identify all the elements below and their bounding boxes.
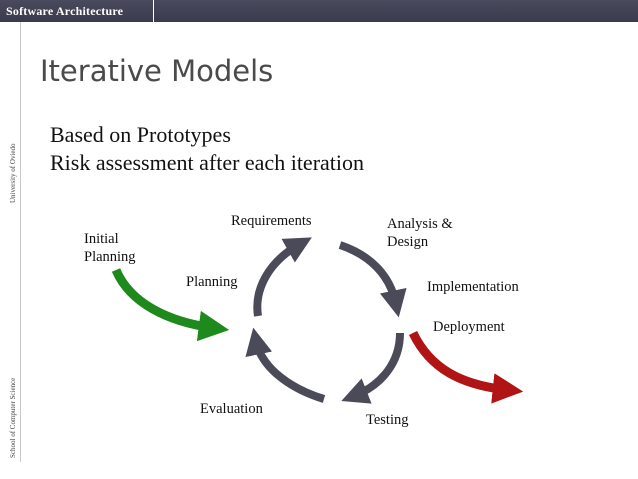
course-title: Software Architecture xyxy=(6,4,124,18)
label-analysis-line2: Design xyxy=(387,234,429,250)
cycle-arrow-planning-to-requirements xyxy=(253,237,312,317)
header-bar: Software Architecture xyxy=(0,0,638,22)
label-requirements: Requirements xyxy=(231,213,312,229)
label-testing: Testing xyxy=(366,412,409,428)
cycle-arrow-requirements-to-implementation xyxy=(338,241,407,318)
label-implementation: Implementation xyxy=(427,279,519,295)
cycle-arrow-implementation-to-testing xyxy=(341,332,404,404)
slide-title: Iterative Models xyxy=(40,54,274,88)
exit-arrow xyxy=(408,330,524,404)
bullet-prototypes: Based on Prototypes xyxy=(50,122,231,147)
label-evaluation: Evaluation xyxy=(200,401,263,417)
bullet-risk: Risk assessment after each iteration xyxy=(50,150,365,175)
label-deployment: Deployment xyxy=(433,319,505,335)
cycle-arrow-testing-to-evaluation xyxy=(245,327,326,403)
label-initial-line2: Planning xyxy=(84,249,136,265)
label-initial-line1: Initial xyxy=(84,231,119,247)
entry-arrow xyxy=(111,268,230,342)
header-divider xyxy=(153,0,154,22)
label-planning: Planning xyxy=(186,274,238,290)
left-divider-line xyxy=(20,22,21,462)
label-analysis-line1: Analysis & xyxy=(387,216,453,232)
